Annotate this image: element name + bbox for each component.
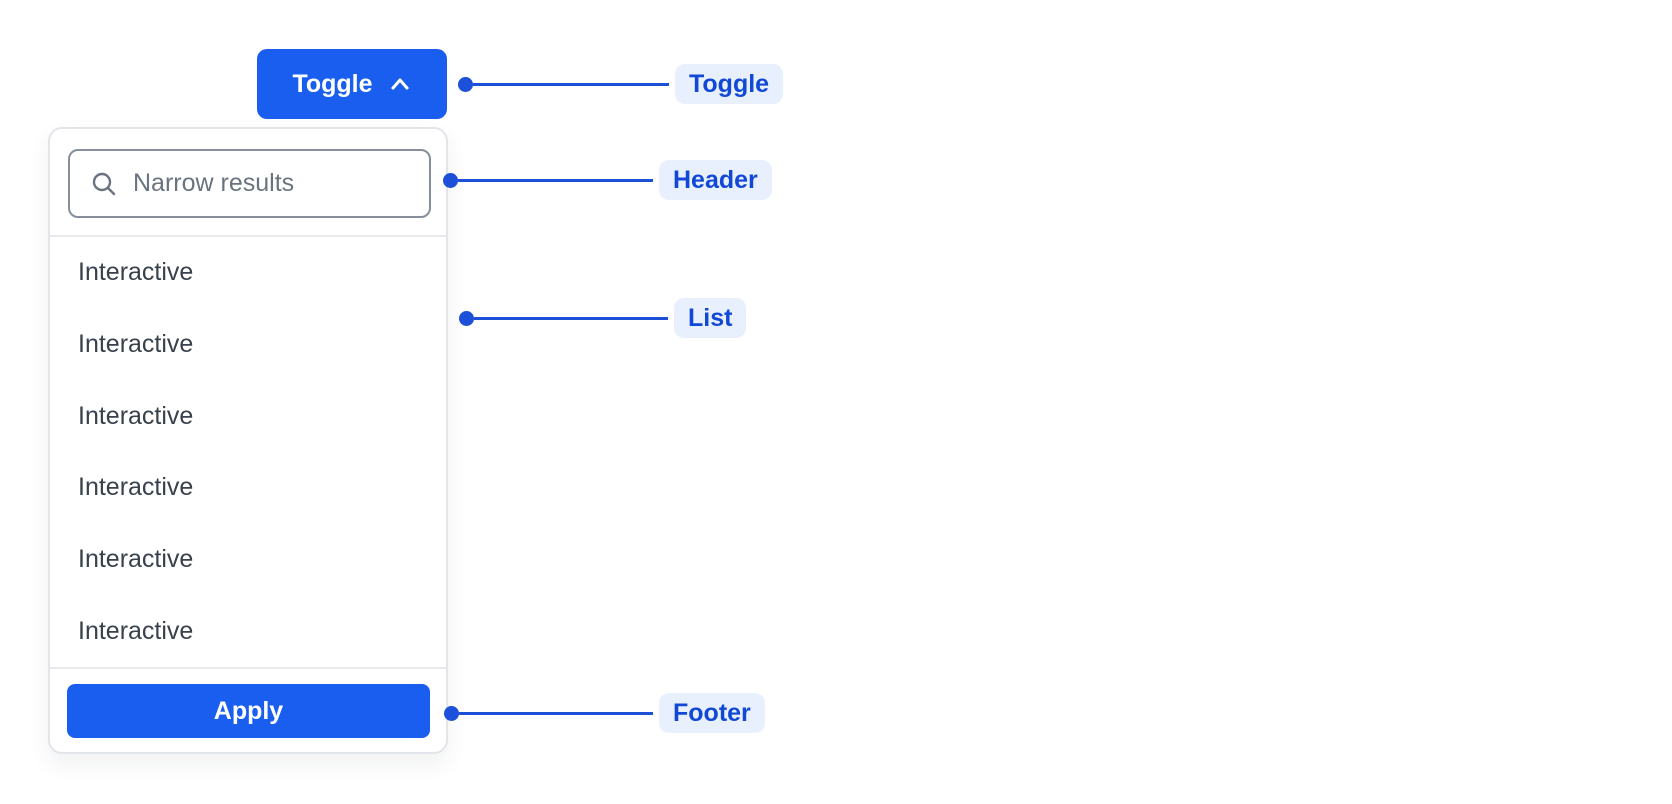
dropdown-panel: Interactive Interactive Interactive Inte…: [48, 127, 448, 754]
chevron-up-icon: [388, 74, 412, 94]
connector-dot: [458, 76, 473, 92]
annotation-label-list: List: [674, 298, 747, 338]
apply-button[interactable]: Apply: [67, 684, 430, 738]
annotation-footer: Footer: [444, 693, 765, 733]
annotation-label-header: Header: [659, 160, 772, 200]
annotation-label-toggle: Toggle: [675, 64, 784, 104]
dropdown-header: [50, 129, 446, 237]
connector-dot: [443, 172, 458, 188]
connector-line: [473, 82, 669, 86]
annotation-toggle: Toggle: [458, 64, 784, 104]
dropdown-list: Interactive Interactive Interactive Inte…: [50, 237, 446, 667]
toggle-button-label: Toggle: [292, 69, 373, 98]
list-item[interactable]: Interactive: [78, 545, 194, 574]
connector-dot: [459, 310, 474, 326]
list-item[interactable]: Interactive: [78, 401, 194, 430]
list-item[interactable]: Interactive: [78, 473, 194, 502]
list-item[interactable]: Interactive: [78, 330, 194, 358]
connector-line: [458, 178, 653, 182]
toggle-button[interactable]: Toggle: [257, 49, 447, 119]
list-item[interactable]: Interactive: [78, 616, 194, 645]
connector-dot: [444, 705, 459, 721]
annotation-list: List: [459, 298, 747, 338]
list-item[interactable]: Interactive: [78, 258, 194, 287]
search-box: [68, 149, 431, 218]
annotation-header: Header: [443, 160, 772, 200]
connector-line: [459, 711, 653, 715]
search-icon: [90, 170, 118, 198]
annotation-label-footer: Footer: [659, 693, 765, 733]
connector-line: [474, 316, 668, 320]
dropdown-footer: Apply: [50, 667, 446, 752]
narrow-results-input[interactable]: [133, 151, 429, 216]
